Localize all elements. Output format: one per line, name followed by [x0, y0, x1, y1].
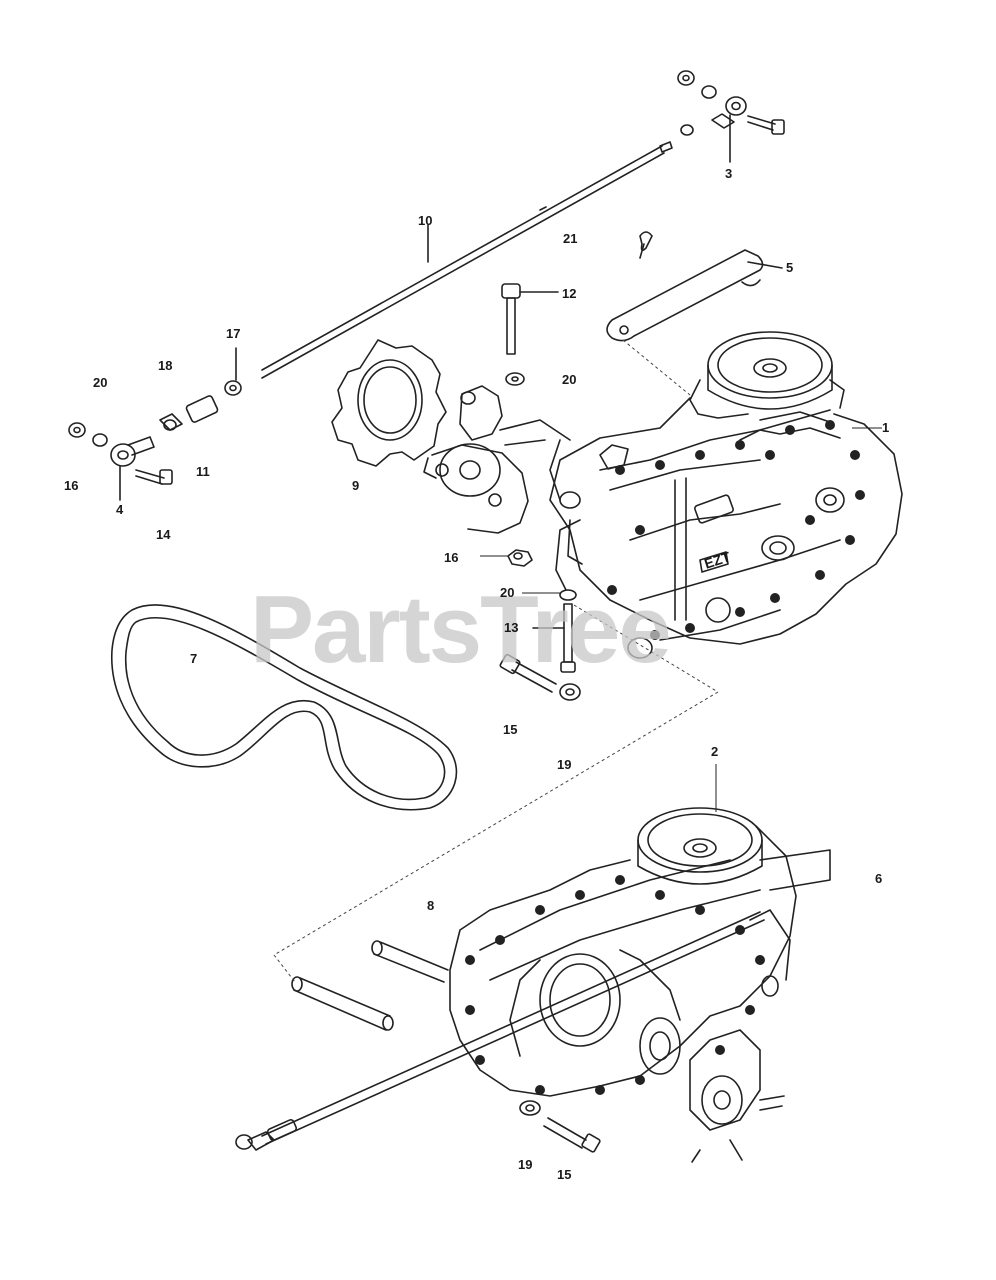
transaxle-1-bolt-heads [607, 420, 865, 640]
callout-label: 4 [116, 502, 124, 517]
drive-belt-part-7 [110, 604, 458, 811]
washer-hole-icon [511, 376, 519, 382]
callout-label: 7 [190, 651, 198, 666]
callout-label: 12 [562, 286, 577, 301]
callout-label: 19 [518, 1157, 533, 1172]
callout-label: 15 [503, 722, 518, 737]
callout-label: 6 [875, 871, 883, 886]
bolt-part-13 [532, 603, 576, 673]
callout-label: 1 [882, 420, 890, 435]
control-rod-part-10 [261, 141, 673, 379]
callout-label: 20 [562, 372, 577, 387]
washer-part-20 [559, 589, 577, 601]
callout-label: 18 [158, 358, 173, 373]
callout-label: 14 [156, 527, 171, 542]
linkage-hardware-part-3 [677, 70, 785, 163]
transaxle-part-2 [449, 807, 831, 1097]
callout-label: 20 [93, 375, 108, 390]
washer-icon [505, 372, 525, 386]
callout-label: 16 [444, 550, 459, 565]
callout-label: 17 [226, 326, 241, 341]
callout-label: 3 [725, 166, 733, 181]
transaxle-2-bolt-heads [465, 875, 765, 1095]
callout-label: 13 [504, 620, 519, 635]
callout-label: 16 [64, 478, 79, 493]
callout-label: 9 [352, 478, 360, 493]
left-linkage-hardware [68, 347, 242, 501]
flange-plate-part-9 [331, 339, 447, 467]
assembly-leader-lines [273, 339, 719, 983]
callout-label: 15 [557, 1167, 572, 1182]
callout-leader-lines [480, 427, 882, 812]
callout-label: 8 [427, 898, 435, 913]
hairpin-clip-part-21 [639, 231, 653, 259]
callout-label: 2 [711, 744, 719, 759]
callout-label: 5 [786, 260, 794, 275]
washer-bolt-lower [519, 1100, 601, 1153]
spacer-tubes-part-8 [291, 940, 449, 1031]
watermark-text: PartsTree [250, 576, 672, 683]
lower-axle-hub [689, 1029, 785, 1163]
control-rod-part-6 [235, 911, 765, 1151]
callout-label: 10 [418, 213, 433, 228]
axle-hub-assembly [423, 385, 571, 534]
bolt-part-12 [501, 283, 559, 355]
callout-label: 11 [196, 464, 210, 479]
callout-label: 21 [563, 231, 578, 246]
callout-label: 20 [500, 585, 515, 600]
nut-part-16 [507, 549, 533, 567]
callout-label: 19 [557, 757, 572, 772]
transaxle-part-1 [549, 331, 903, 659]
bolt-part-15-upper [499, 653, 581, 701]
bracket-arm-part-5 [606, 249, 783, 342]
